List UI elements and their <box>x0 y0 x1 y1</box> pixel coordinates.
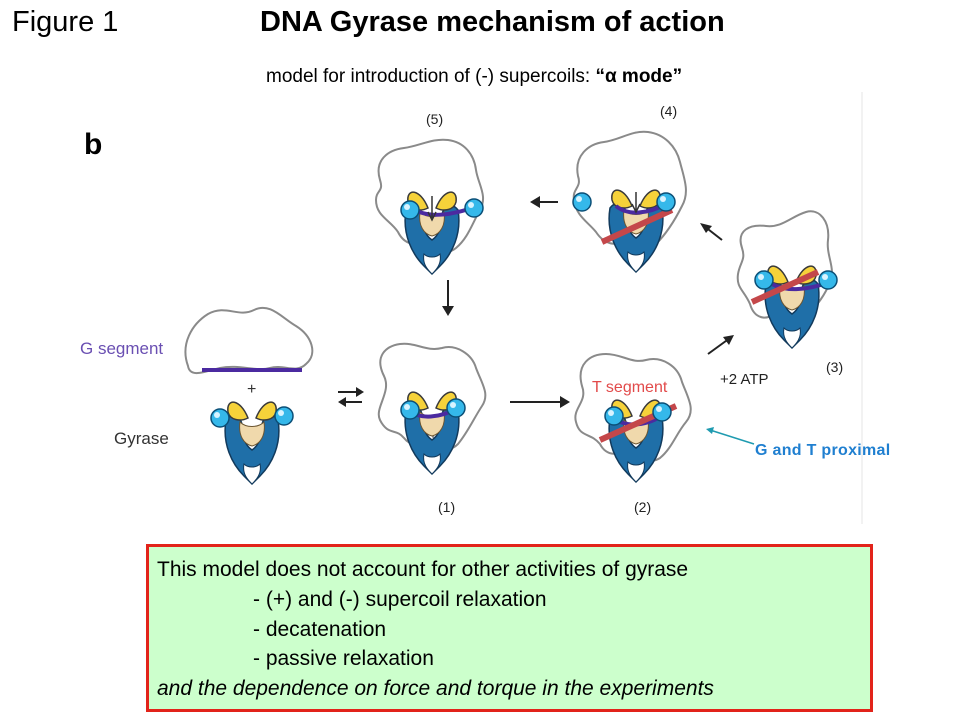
g-segment-label: G segment <box>80 339 163 358</box>
step-label-1: (1) <box>438 499 455 515</box>
note-bullet: - (+) and (-) supercoil relaxation <box>253 587 547 611</box>
t-segment-label: T segment <box>592 379 668 396</box>
arrow-up-left-icon <box>700 223 723 241</box>
dna-loop-step-5 <box>374 138 485 253</box>
step-label-4: (4) <box>660 103 677 119</box>
plus-sign: + <box>247 381 256 398</box>
dna-loop-initial <box>184 307 314 374</box>
figure-label: Figure 1 <box>12 6 119 38</box>
arrow-left-icon <box>530 196 558 208</box>
t-segment-step-3 <box>750 269 820 305</box>
note-closing: and the dependence on force and torque i… <box>157 677 714 701</box>
bead-icon <box>656 192 676 212</box>
gyrase-label: Gyrase <box>114 429 169 448</box>
panel-letter: b <box>84 128 102 161</box>
note-line: This model does not account for other ac… <box>157 558 689 581</box>
bead-icon <box>400 200 420 220</box>
bead-icon <box>572 192 592 212</box>
bead-icon <box>652 402 672 422</box>
bead-icon <box>464 198 484 218</box>
dna-loop-step-4 <box>572 130 687 251</box>
arrow-up-right-icon <box>707 335 734 355</box>
note-bullet: - decatenation <box>253 617 387 641</box>
note-box: This model does not account for other ac… <box>146 544 873 712</box>
t-segment-step-4 <box>600 207 674 245</box>
equilibrium-arrows-icon <box>338 387 364 407</box>
step-label-2: (2) <box>634 499 651 515</box>
dna-loop-step-2 <box>574 352 692 462</box>
bead-icon <box>400 400 420 420</box>
atp-label: +2 ATP <box>720 371 769 388</box>
arrow-down-icon <box>442 280 454 316</box>
bead-icon <box>754 270 774 290</box>
step-label-3: (3) <box>826 359 843 375</box>
bead-icon <box>274 406 294 426</box>
arrow-right-icon <box>510 396 570 408</box>
subtitle-prefix: model for introduction of (-) supercoils… <box>266 66 596 87</box>
bead-icon <box>604 406 624 426</box>
callout-label: G and T proximal <box>755 442 891 459</box>
step-label-5: (5) <box>426 111 443 127</box>
subtitle-mode: “α mode” <box>595 66 683 87</box>
released-arrow-icon <box>427 196 437 222</box>
bead-icon <box>446 398 466 418</box>
note-bullet: - passive relaxation <box>253 647 434 671</box>
figure-title: DNA Gyrase mechanism of action <box>260 6 725 38</box>
figure-subtitle: model for introduction of (-) supercoils… <box>266 66 682 88</box>
t-segment-passing-arrow-icon <box>631 192 641 214</box>
bead-icon <box>210 408 230 428</box>
gyrase-initial <box>224 401 280 485</box>
callout-arrow-icon <box>706 427 755 445</box>
bead-icon <box>818 270 838 290</box>
dna-loop-step-1 <box>377 342 487 450</box>
gyrase-mechanism-diagram: b G segment + Gyrase (1) T segment (2) +… <box>80 92 863 524</box>
